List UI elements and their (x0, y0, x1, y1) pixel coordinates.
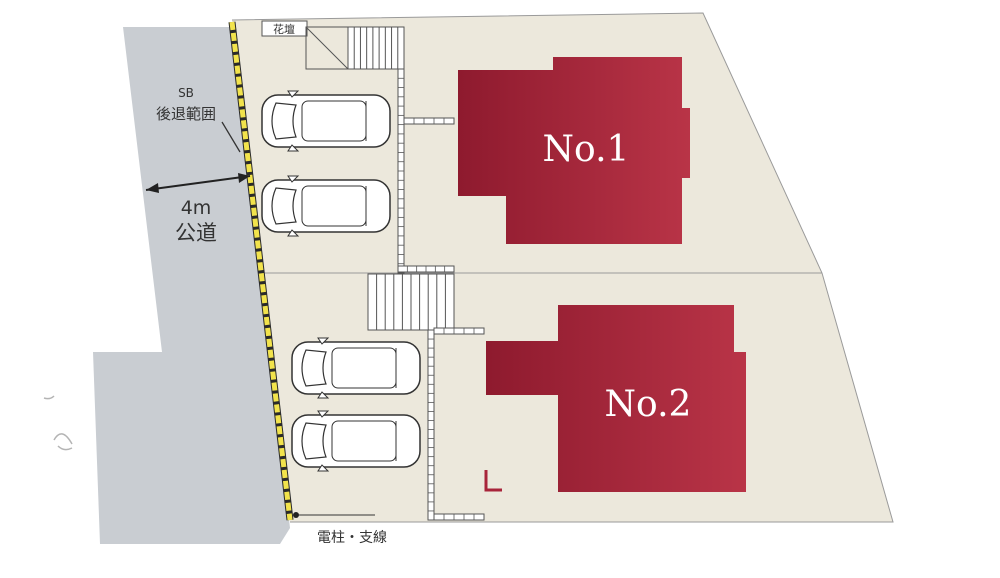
dimension-arrow-left (146, 183, 159, 193)
utility-pole-icon (293, 512, 299, 518)
stair-landing-diagonal (305, 26, 349, 70)
road-width-label: 4m (181, 197, 212, 219)
stairs-lot-2 (367, 273, 455, 331)
car-mirror (287, 229, 300, 237)
house-1 (458, 57, 690, 244)
fence-lot-2 (427, 327, 485, 521)
car-parking-3 (291, 337, 421, 399)
dimension-arrow-right (238, 173, 250, 183)
wall-segment (427, 329, 435, 521)
fence-lot-1 (397, 68, 455, 274)
car-parking-1 (261, 90, 391, 152)
house-2 (486, 305, 746, 492)
car-windshield (271, 102, 297, 140)
setback-label-line1: SB (178, 86, 194, 100)
road-width-dimension (145, 175, 251, 191)
house-2-marker (484, 470, 502, 492)
car-windshield (301, 349, 327, 387)
stair-frame (347, 26, 405, 70)
wall-segment (403, 117, 455, 125)
car-windshield (271, 187, 297, 225)
wall-segment (433, 327, 485, 335)
car-parking-4 (291, 410, 421, 472)
stairs-lot-1 (347, 26, 405, 70)
public-road (93, 27, 290, 544)
utility-pole-label: 電柱・支線 (317, 530, 387, 546)
car-mirror (317, 464, 330, 472)
setback-line (229, 21, 293, 521)
wall-segment (433, 513, 485, 521)
car-mirror (317, 337, 330, 345)
setback-leader (221, 121, 241, 153)
car-parking-2 (261, 175, 391, 237)
house-2-label: No.2 (605, 384, 692, 425)
car-mirror (317, 410, 330, 418)
car-mirror (287, 175, 300, 183)
car-mirror (317, 391, 330, 399)
road-type-label: 公道 (175, 221, 217, 245)
car-mirror (287, 90, 300, 98)
car-mirror (287, 144, 300, 152)
lot-outline (231, 12, 894, 523)
flowerbed-label: 花壇 (273, 22, 295, 36)
north-arrow-icon (43, 395, 73, 451)
setback-label-line2: 後退範囲 (156, 105, 216, 123)
car-windshield (301, 422, 327, 460)
house-1-label: No.1 (543, 129, 630, 170)
